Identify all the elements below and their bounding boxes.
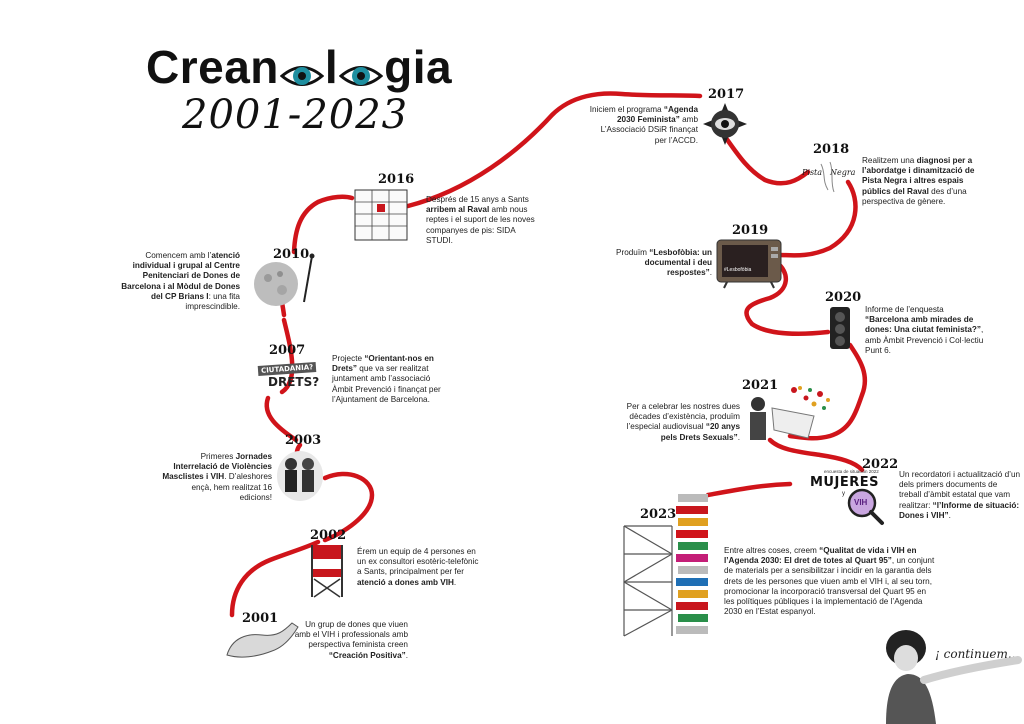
text-2003: Primeres Jornades Interrelació de Violèn…	[162, 452, 272, 502]
text-2022: Un recordatori i actualització d’un dels…	[899, 470, 1021, 520]
year-2023: 2023	[640, 507, 677, 522]
year-2010: 2010	[273, 247, 310, 262]
subtitle-years: 2001-2023	[182, 92, 409, 138]
year-2021: 2021	[742, 378, 779, 393]
text-2018: Realitzem una diagnosi per a l’abordatge…	[862, 156, 975, 206]
text-2021: Per a celebrar les nostres dues dècades …	[626, 402, 740, 442]
year-2020: 2020	[825, 290, 862, 305]
vih-label: VIH	[854, 498, 868, 507]
woman-pointing-image	[886, 630, 1022, 724]
text-2002: Érem un equip de 4 persones en un ex con…	[357, 547, 479, 587]
scaffold-jenga-image	[623, 494, 708, 637]
text-2017: Iniciem el programa “Agenda 2030 Feminis…	[589, 105, 698, 145]
text-2019: Produïm “Lesbofòbia: un documental i deu…	[616, 248, 712, 278]
year-2022: 2022	[862, 457, 899, 472]
eye-icon	[338, 52, 384, 86]
label-drets: DRETS?	[268, 375, 320, 389]
year-2003: 2003	[285, 433, 322, 448]
label-pista: Pista	[802, 168, 823, 177]
eye-icon	[279, 52, 325, 86]
year-2019: 2019	[732, 223, 769, 238]
mujeres-vih-image: encuesta de situación 2022 MUJERES y VIH	[810, 469, 894, 529]
text-2007: Projecte “Orientant-nos en Drets” que va…	[332, 354, 441, 404]
traffic-light-icon	[830, 307, 850, 349]
moon-image	[254, 253, 315, 306]
closing-text: ¡ continuem...	[935, 647, 1020, 661]
label-negra: Negra	[830, 168, 856, 177]
mujeres-small-label: encuesta de situación 2022	[824, 469, 879, 474]
year-2016: 2016	[378, 172, 415, 187]
women-photo-image	[277, 451, 323, 501]
logo-text-part3: gia	[384, 41, 453, 93]
mujeres-label: MUJERES	[810, 475, 879, 490]
logo-creanologia: Crean l gia	[146, 44, 452, 90]
foot-image	[226, 622, 299, 658]
woman-flowers-image	[750, 386, 830, 440]
text-2001: Un grup de dones que viuen amb el VIH i …	[294, 620, 408, 660]
tv-caption: #Lesbofòbia	[724, 267, 752, 273]
year-2001: 2001	[242, 611, 279, 626]
year-2017: 2017	[708, 87, 745, 102]
building-image	[354, 189, 408, 241]
mujeres-y-label: y	[842, 491, 845, 497]
logo-text-part1: Crean	[146, 41, 279, 93]
text-2010: Comencem amb l’atenció individual i grup…	[121, 251, 240, 312]
text-2016: Després de 15 anys a Sants arribem al Ra…	[426, 195, 535, 245]
label-ciutadania: CIUTADANIA?	[257, 361, 317, 377]
eye-sun-image	[703, 103, 747, 145]
year-2002: 2002	[310, 528, 347, 543]
year-2018: 2018	[813, 142, 850, 157]
directors-chair-image	[311, 545, 343, 598]
pista-negra-image: Pista Negra	[800, 160, 856, 196]
logo-text-part2: l	[324, 41, 339, 93]
year-2007: 2007	[269, 343, 306, 358]
ciutadania-drets-image: CIUTADANIA? DRETS?	[257, 356, 320, 396]
text-2020: Informe de l’enquesta “Barcelona amb mir…	[865, 305, 984, 355]
tv-image	[716, 239, 782, 289]
text-2023: Entre altres coses, creem “Qualitat de v…	[724, 546, 935, 617]
